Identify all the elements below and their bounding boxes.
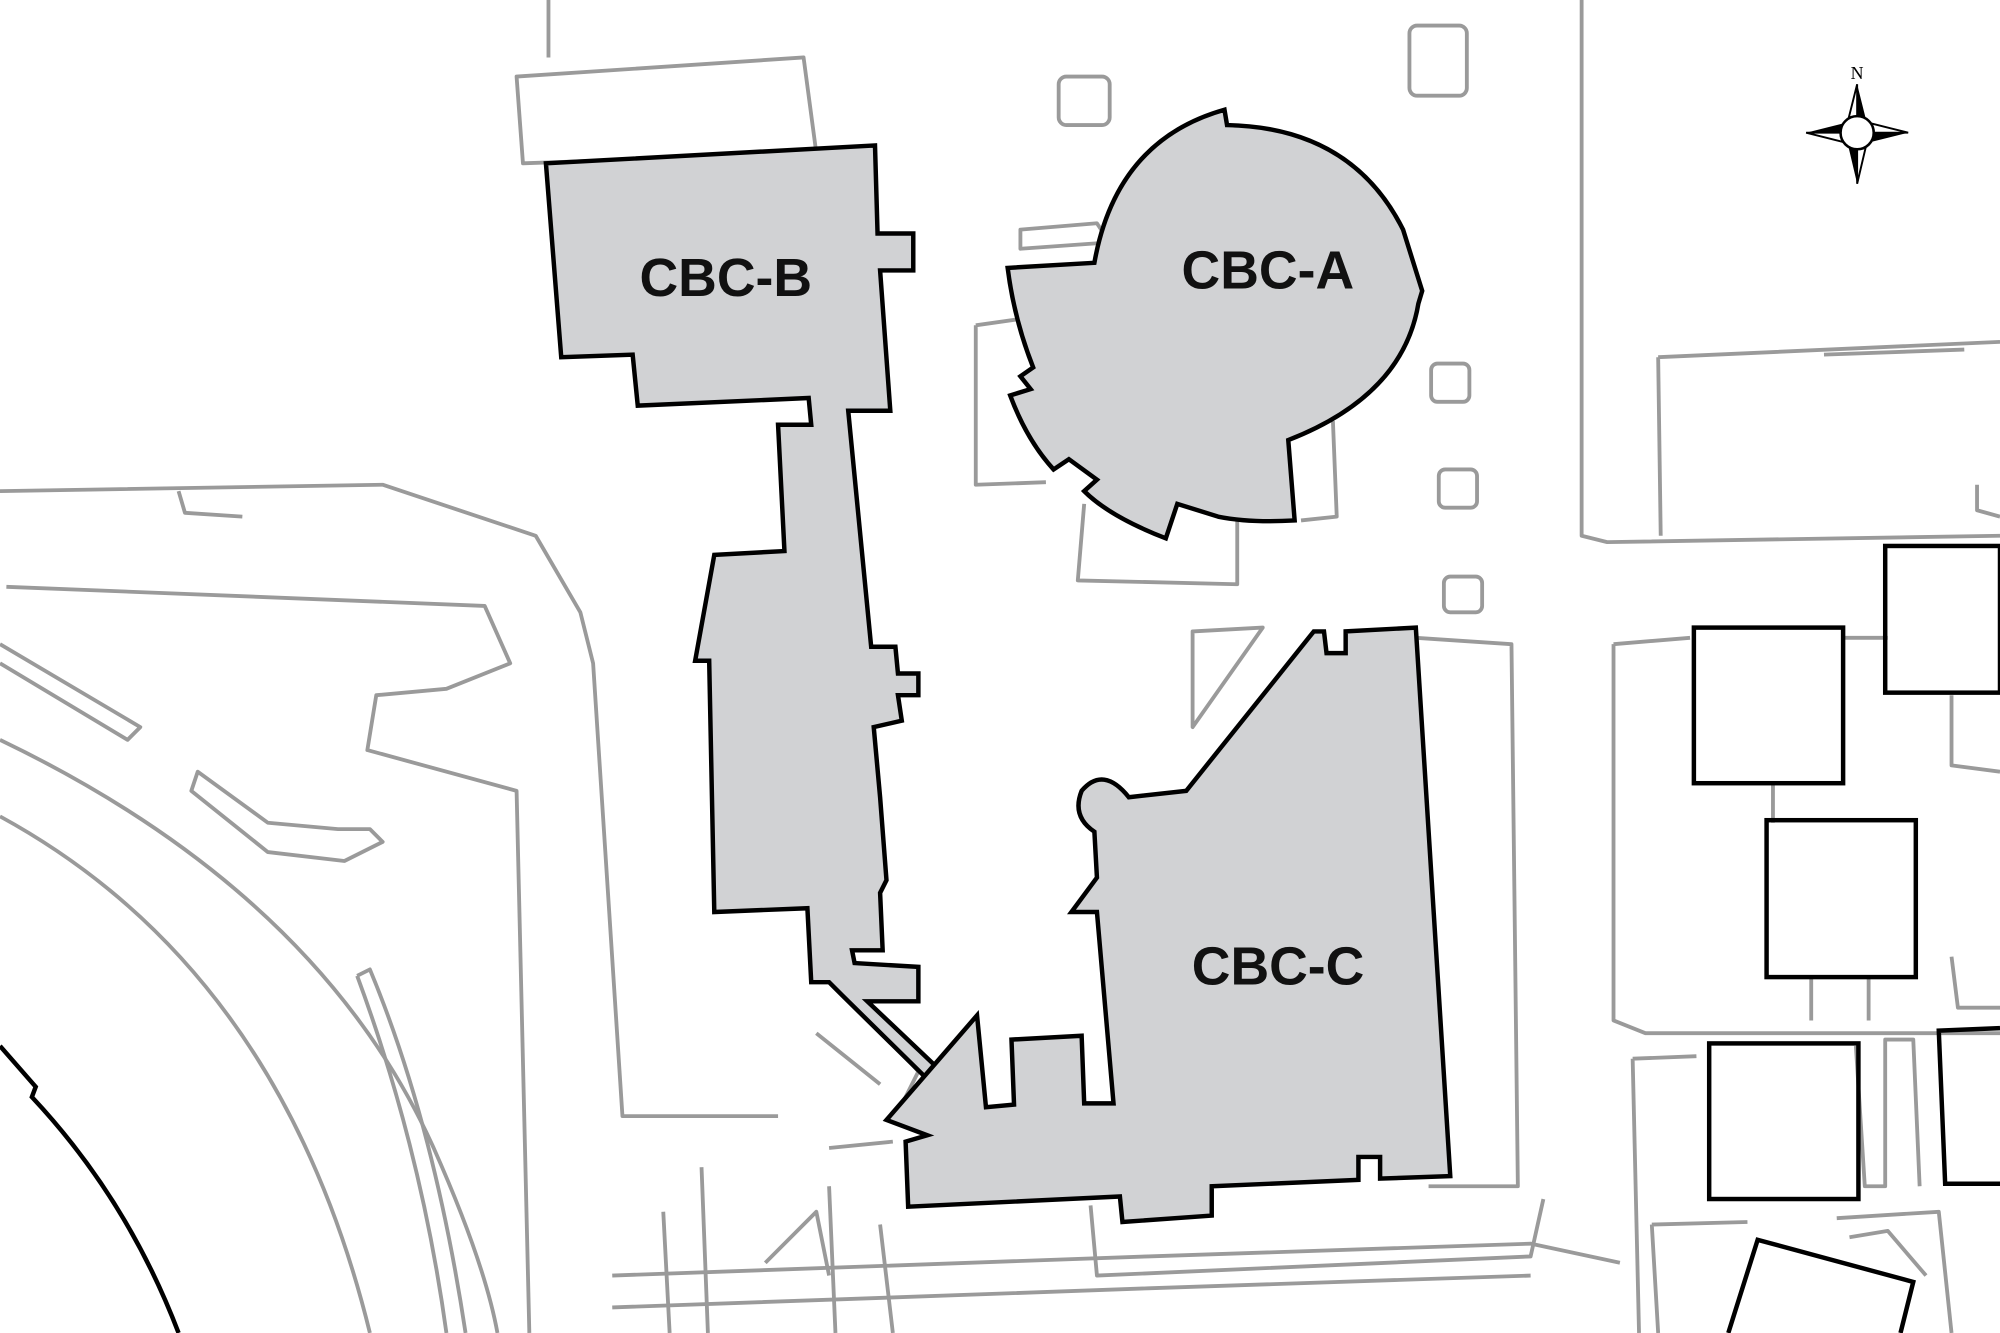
north-arrow-compass: N [1805,63,1909,184]
north-label: N [1851,63,1864,83]
building-label-cbc-a: CBC-A [1182,241,1355,300]
building-cbc-c[interactable]: CBC-C [882,625,1453,1225]
building-label-cbc-c: CBC-C [1192,938,1365,997]
building-cbc-a[interactable]: CBC-A [1005,106,1425,542]
building-label-cbc-b: CBC-B [639,249,812,308]
building-cbc-b[interactable]: CBC-B [543,143,946,1082]
black-outlines [0,543,2000,1333]
